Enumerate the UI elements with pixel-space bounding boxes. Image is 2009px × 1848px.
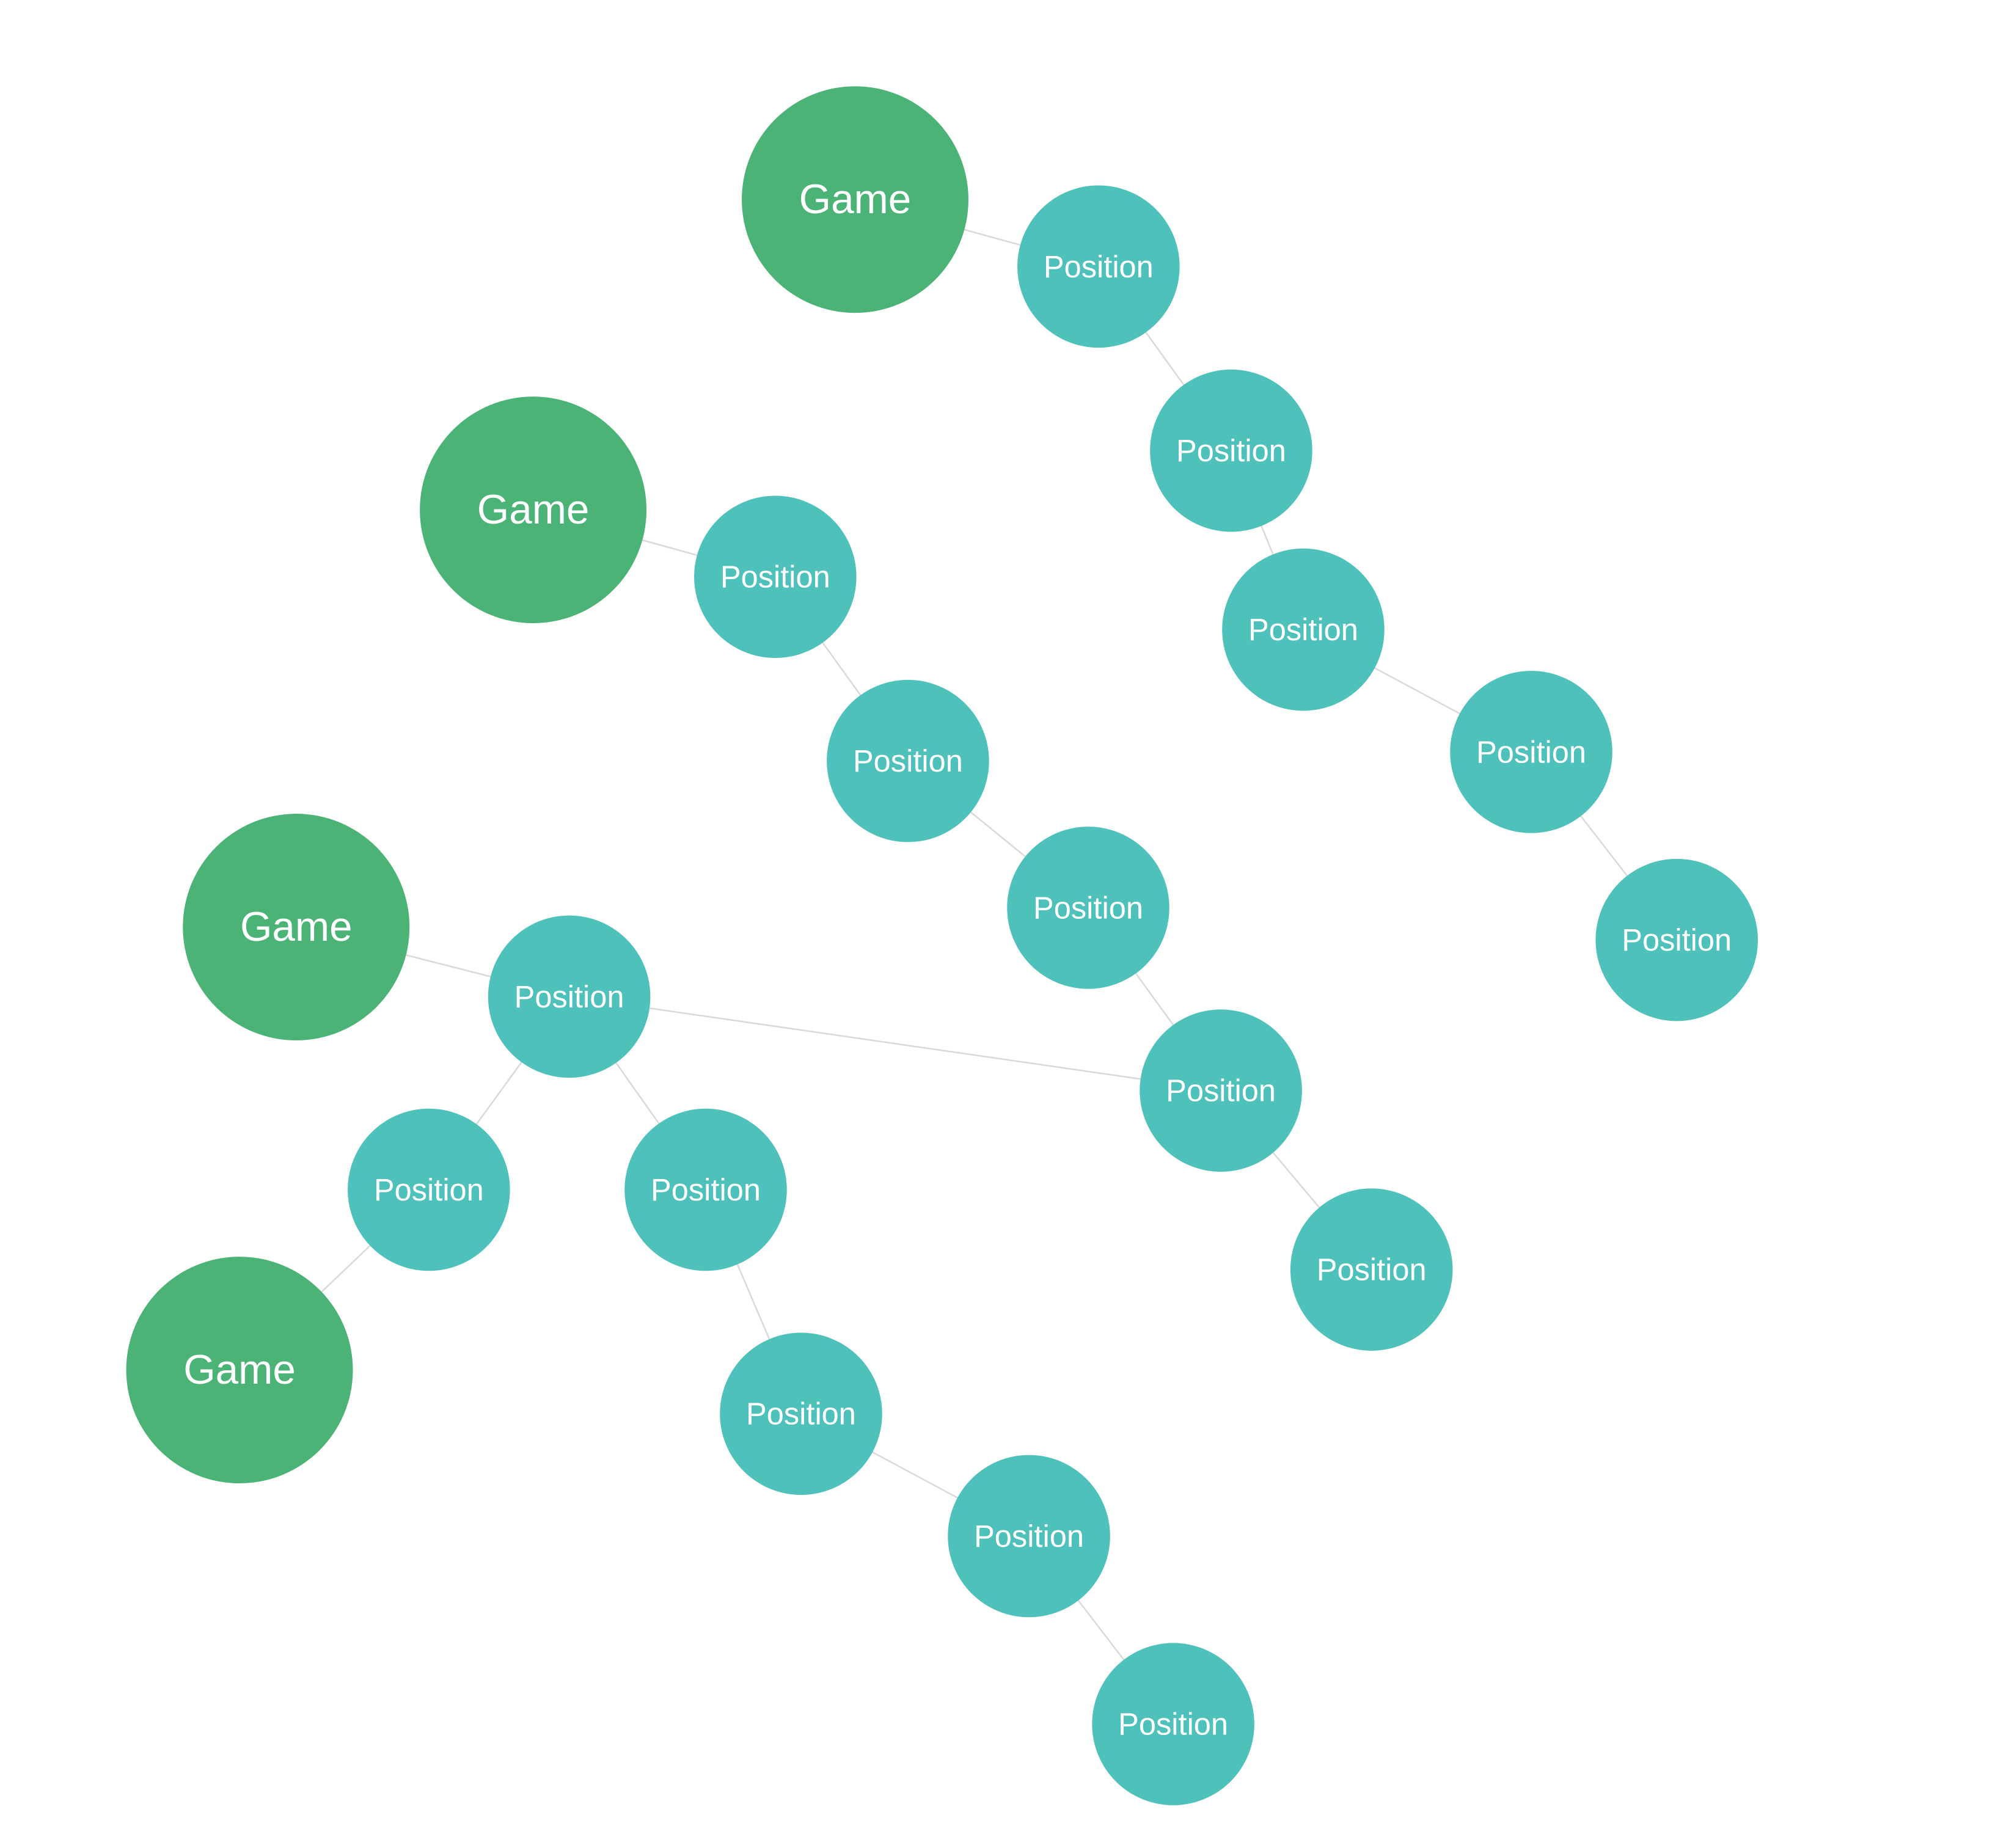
position-node-circle[interactable] (1140, 1009, 1302, 1172)
position-node[interactable]: Position (1222, 548, 1385, 711)
position-node-label: Position (1248, 612, 1358, 647)
position-node-label: Position (974, 1519, 1084, 1554)
position-node[interactable]: Position (624, 1108, 787, 1271)
position-node-circle[interactable] (1290, 1188, 1453, 1351)
position-node-circle[interactable] (1595, 858, 1758, 1021)
position-node[interactable]: Position (1140, 1009, 1302, 1172)
game-node-circle[interactable] (126, 1257, 353, 1484)
position-node-label: Position (514, 979, 624, 1014)
position-node-circle[interactable] (720, 1332, 882, 1496)
position-node-label: Position (1476, 734, 1586, 769)
position-node[interactable]: Position (348, 1108, 510, 1271)
position-node-circle[interactable] (488, 915, 651, 1078)
position-node-label: Position (853, 743, 963, 778)
game-node[interactable]: Game (742, 86, 968, 313)
position-node-label: Position (1622, 922, 1732, 957)
position-node-label: Position (746, 1397, 856, 1431)
position-node-label: Position (1044, 249, 1154, 284)
game-node[interactable]: Game (420, 396, 647, 624)
position-node-label: Position (720, 560, 830, 594)
nodes-layer: GameGameGameGamePositionPositionPosition… (126, 86, 1758, 1805)
position-node-circle[interactable] (624, 1108, 787, 1271)
game-node-label: Game (183, 1347, 296, 1393)
game-node-label: Game (799, 177, 912, 222)
game-node-circle[interactable] (183, 814, 410, 1041)
position-node[interactable]: Position (1092, 1643, 1254, 1805)
game-node-label: Game (477, 487, 590, 533)
position-node-circle[interactable] (827, 679, 989, 842)
position-node[interactable]: Position (1450, 671, 1612, 833)
position-node-label: Position (1176, 433, 1286, 468)
position-node[interactable]: Position (1290, 1188, 1453, 1351)
position-node-label: Position (1166, 1073, 1276, 1108)
position-node-circle[interactable] (348, 1108, 510, 1271)
position-node-label: Position (1033, 890, 1143, 925)
position-node[interactable]: Position (694, 495, 857, 659)
game-node-label: Game (240, 904, 353, 950)
position-node-circle[interactable] (1222, 548, 1385, 711)
position-node-label: Position (374, 1172, 484, 1207)
position-node-label: Position (1317, 1252, 1427, 1287)
edge-pC1-pB4 (569, 996, 1221, 1092)
game-node-circle[interactable] (742, 86, 968, 313)
position-node[interactable]: Position (827, 679, 989, 842)
position-node-circle[interactable] (1450, 671, 1612, 833)
position-node-circle[interactable] (948, 1455, 1110, 1618)
position-node[interactable]: Position (1017, 185, 1180, 348)
position-node-circle[interactable] (694, 495, 857, 659)
position-node-circle[interactable] (1092, 1643, 1254, 1805)
position-node-circle[interactable] (1150, 369, 1312, 532)
position-node[interactable]: Position (488, 915, 651, 1078)
position-node[interactable]: Position (1150, 369, 1312, 532)
position-node-circle[interactable] (1017, 185, 1180, 348)
position-node-label: Position (1118, 1707, 1228, 1742)
game-node[interactable]: Game (183, 814, 410, 1041)
game-node-circle[interactable] (420, 396, 647, 624)
position-node[interactable]: Position (948, 1455, 1110, 1618)
position-node-label: Position (651, 1172, 761, 1207)
position-node[interactable]: Position (1007, 827, 1169, 989)
position-node[interactable]: Position (1595, 858, 1758, 1021)
game-node[interactable]: Game (126, 1257, 353, 1484)
position-node-circle[interactable] (1007, 827, 1169, 989)
position-node[interactable]: Position (720, 1332, 882, 1496)
